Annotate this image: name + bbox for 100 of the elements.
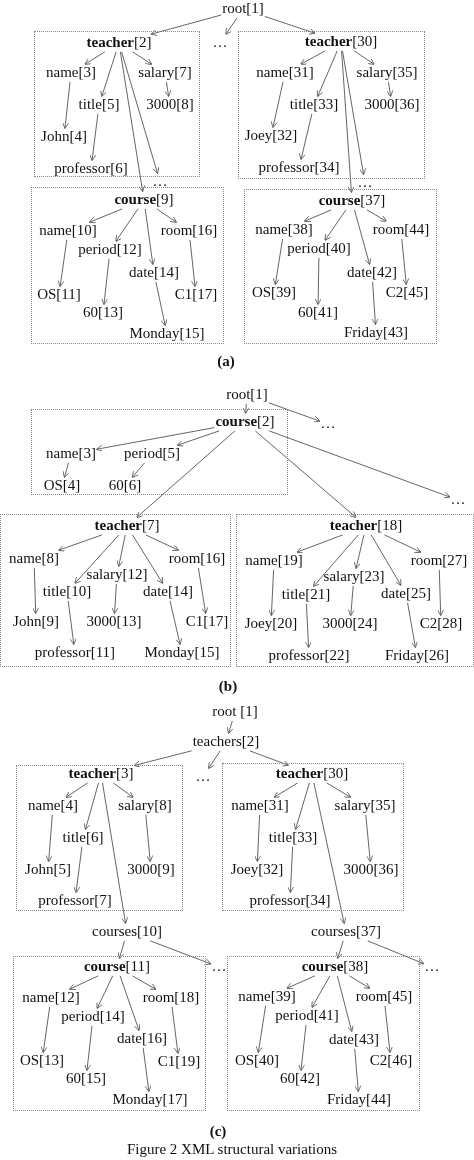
dotted-frame (13, 956, 206, 1111)
tree-node-label: salary[35] (356, 65, 418, 81)
tree-node-label: salary[12] (86, 567, 148, 583)
tree-node-label: date[14] (143, 584, 193, 600)
dotted-frame (31, 409, 288, 495)
tree-node-label: professor[11] (34, 645, 116, 661)
tree-node-label: period[40] (287, 241, 351, 257)
tree-node-label: John[9] (13, 614, 59, 630)
dotted-frame (31, 187, 224, 344)
tree-node-label: Friday[44] (326, 1092, 392, 1108)
tree-node-label: name[3] (46, 65, 96, 81)
tree-node-label: professor[34] (258, 160, 340, 176)
dotted-frame (236, 514, 474, 667)
tree-node-label: date[25] (381, 586, 431, 602)
tree-node-label: Joey[32] (244, 128, 298, 144)
tree-node-label: OS[4] (43, 478, 81, 494)
tree-node-label: teacher[30] (304, 34, 378, 50)
dotted-frame (16, 765, 183, 911)
tree-node-label: C1[17] (185, 614, 229, 630)
tree-node-label: title[5] (78, 97, 120, 113)
figure-caption: Figure 2 XML structural variations (126, 1140, 338, 1158)
dotted-frame (244, 189, 437, 344)
tree-node-label: 3000[9] (127, 862, 175, 878)
tree-node-label: … (320, 416, 336, 432)
tree-node-label: … (195, 769, 211, 785)
tree-node-label: … (357, 175, 373, 191)
tree-node-label: room[16] (160, 223, 218, 239)
tree-node-label: title[10] (42, 584, 92, 600)
tree-node-label: 60[15] (66, 1071, 106, 1087)
tree-node-label: course[11] (83, 959, 151, 975)
tree-node-label: professor[6] (54, 161, 128, 177)
tree-node-label: course[9] (114, 192, 174, 208)
tree-node-label: title[21] (281, 587, 331, 603)
tree-node-label: professor[22] (268, 648, 350, 664)
tree-node-label: courses[10] (92, 924, 162, 940)
tree-node-label: date[16] (117, 1031, 167, 1047)
tree-node-label: name[39] (238, 989, 296, 1005)
tree-node-label: … (450, 492, 466, 508)
tree-node-label: John[4] (41, 129, 87, 145)
tree-node-label: date[42] (347, 265, 397, 281)
dotted-frame (0, 514, 231, 667)
tree-node-label: room[18] (142, 990, 200, 1006)
tree-node-label: teacher[30] (275, 766, 349, 782)
tree-node-label: room[16] (168, 551, 226, 567)
tree-node-label: C2[45] (385, 285, 429, 301)
tree-node-label: … (424, 959, 440, 975)
tree-node-label: period[12] (78, 242, 142, 258)
dotted-frame (227, 956, 420, 1111)
dotted-frame (34, 31, 200, 177)
tree-node-label: salary[8] (118, 798, 172, 814)
tree-node-label: Friday[43] (343, 325, 409, 341)
tree-node-label: 3000[13] (86, 614, 142, 630)
tree-node-label: 60[42] (280, 1071, 320, 1087)
tree-node-label: name[31] (231, 798, 289, 814)
tree-node-label: name[31] (256, 65, 314, 81)
tree-node-label: period[5] (124, 446, 180, 462)
tree-node-label: root[1] (226, 387, 268, 403)
tree-node-label: date[14] (129, 265, 179, 281)
panel-label: (c) (209, 1122, 227, 1140)
tree-node-label: period[14] (61, 1009, 125, 1025)
panel-label: (a) (217, 352, 235, 370)
tree-node-label: 60[41] (298, 305, 338, 321)
tree-node-label: room[45] (355, 989, 413, 1005)
tree-node-label: name[4] (28, 798, 78, 814)
tree-node-label: Joey[32] (230, 862, 284, 878)
tree-node-label: 3000[36] (364, 97, 420, 113)
dotted-frame (238, 31, 425, 179)
tree-node-label: salary[7] (138, 65, 192, 81)
tree-node-label: professor[7] (38, 893, 112, 909)
tree-node-label: root[1] (222, 1, 264, 17)
tree-node-label: name[3] (46, 446, 96, 462)
tree-node-label: course[38] (301, 959, 369, 975)
tree-node-label: name[10] (39, 223, 97, 239)
tree-node-label: title[33] (268, 830, 318, 846)
tree-node-label: 3000[8] (146, 97, 194, 113)
tree-node-label: room[27] (410, 553, 468, 569)
tree-node-label: Friday[26] (384, 648, 450, 664)
tree-node-label: C2[28] (419, 616, 463, 632)
tree-node-label: title[6] (62, 830, 104, 846)
tree-node-label: OS[13] (19, 1053, 65, 1069)
tree-node-label: root [1] (212, 704, 258, 720)
tree-node-label: course[2] (215, 414, 275, 430)
tree-node-label: period[41] (275, 1008, 339, 1024)
tree-node-label: John[5] (25, 862, 71, 878)
tree-node-label: C2[46] (369, 1053, 413, 1069)
tree-node-label: teachers[2] (192, 734, 260, 750)
tree-node-label: salary[35] (334, 798, 396, 814)
tree-node-label: 3000[36] (343, 862, 399, 878)
tree-node-label: teacher[18] (329, 518, 403, 534)
tree-node-label: name[8] (9, 551, 59, 567)
tree-node-label: Joey[20] (244, 616, 298, 632)
tree-node-label: Monday[17] (112, 1092, 188, 1108)
tree-node-label: name[19] (245, 553, 303, 569)
tree-node-label: OS[40] (234, 1053, 280, 1069)
tree-node-label: teacher[2] (86, 35, 152, 51)
tree-node-label: C1[17] (174, 287, 218, 303)
tree-node-label: name[38] (255, 222, 313, 238)
tree-node-label: courses[37] (311, 924, 381, 940)
dotted-frame (222, 763, 404, 911)
tree-node-label: OS[11] (37, 287, 81, 303)
